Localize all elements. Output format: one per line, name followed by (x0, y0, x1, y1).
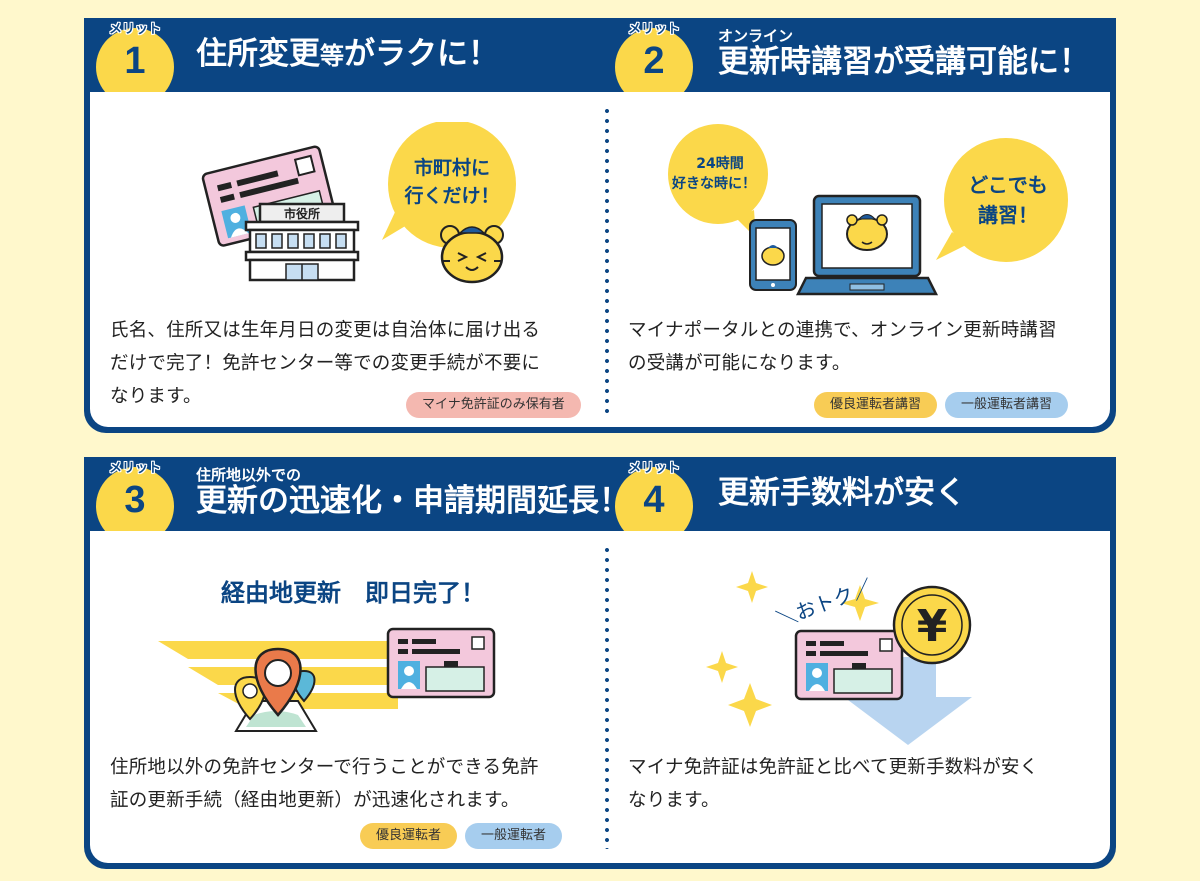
svg-text:好きな時に！: 好きな時に！ (671, 175, 756, 192)
description-line: マイナ免許証は免許証と比べて更新手数料が安く (628, 757, 1039, 778)
badge-circle (615, 28, 693, 98)
title-main: 更新の迅速化・申請期間延長！ (196, 483, 630, 519)
merit-badge-1: メリット 1 (96, 22, 174, 98)
title-rest: がラクに！ (344, 36, 499, 72)
merit-panel-top: メリット 1 住所変更等がラクに！ メリット 2 オンライン 更新時講習が受講可… (84, 18, 1116, 433)
speech-bubble-right: どこでも 講習！ (936, 138, 1068, 262)
merit-title-2: オンライン 更新時講習が受講可能に！ (718, 28, 1090, 80)
merit-tags-1: マイナ免許証のみ保有者 (406, 392, 581, 418)
badge-number: 2 (643, 40, 665, 82)
tablet-icon (749, 219, 797, 291)
title-main: 更新時講習が受講可能に！ (718, 44, 1090, 80)
merit-description-4: マイナ免許証は免許証と比べて更新手数料が安く なります。 (628, 751, 1108, 817)
tag-general-driver: 一般運転者 (465, 823, 563, 849)
description-line: 住所地以外の免許センターで行うことができる免許 (110, 757, 539, 778)
merit-tags-3: 優良運転者 一般運転者 (360, 823, 563, 849)
merit-title-1: 住所変更等がラクに！ (196, 36, 499, 74)
sparkle-icon (706, 571, 879, 727)
title-main: 更新手数料が安く (718, 475, 966, 511)
badge-number: 4 (643, 479, 665, 521)
description-line: 氏名、住所又は生年月日の変更は自治体に届け出る (110, 320, 541, 341)
badge-number: 3 (124, 479, 146, 521)
merit-title-4: 更新手数料が安く (718, 475, 966, 511)
svg-text:24時間: 24時間 (696, 155, 743, 172)
license-card-icon (386, 627, 496, 699)
online-lecture-illustration: 24時間 好きな時に！ (668, 124, 1068, 296)
yen-coin-icon: ¥ (892, 585, 972, 665)
badge-label: メリット (108, 22, 161, 37)
down-arrow-icon (844, 657, 972, 745)
panel-body: 経由地更新 即日完了！ (90, 531, 1110, 863)
badge-number: 1 (124, 40, 146, 82)
description-line: の受講が可能になります。 (628, 353, 851, 374)
city-hall-illustration: 市役所 市町村に 行くだけ！ (201, 122, 516, 284)
speech-bubble-left: 24時間 好きな時に！ (668, 124, 768, 238)
tag-excellent-driver-lecture: 優良運転者講習 (814, 392, 938, 418)
transit-renewal-illustration: 経由地更新 即日完了！ (158, 579, 496, 732)
description-line: なります。 (628, 790, 720, 811)
badge-label: メリット (627, 461, 680, 476)
badge-label: メリット (108, 461, 161, 476)
merit-description-2: マイナポータルとの連携で、オンライン更新時講習 の受講が可能になります。 (628, 314, 1108, 380)
dotted-divider (605, 106, 609, 413)
panel-header: メリット 3 住所地以外での 更新の迅速化・申請期間延長！ メリット 4 更新手… (84, 457, 1116, 537)
city-hall-icon: 市役所 (244, 202, 360, 282)
description-line: だけで完了！免許センター等での変更手続が不要に (110, 353, 541, 374)
map-pin-icon (234, 647, 318, 732)
fee-discount-illustration: ＼おトク／ ¥ (706, 571, 972, 745)
dotted-divider (605, 545, 609, 849)
badge-label: メリット (627, 22, 680, 37)
panel-body: 市役所 市町村に 行くだけ！ (90, 92, 1110, 427)
merit-badge-4: メリット 4 (615, 461, 693, 537)
description-line: なります。 (110, 386, 202, 407)
title-main: 住所変更 (196, 36, 320, 72)
description-line: 証の更新手続（経由地更新）が迅速化されます。 (110, 790, 520, 811)
badge-circle (615, 467, 693, 537)
laptop-icon (795, 194, 939, 296)
svg-text:¥: ¥ (917, 601, 948, 652)
title-sub: 住所地以外での (196, 466, 302, 484)
svg-text:どこでも: どこでも (968, 173, 1047, 197)
merit-title-3: 住所地以外での 更新の迅速化・申請期間延長！ (196, 467, 630, 519)
svg-text:講習！: 講習！ (978, 203, 1038, 227)
badge-circle (96, 467, 174, 537)
merit-tags-2: 優良運転者講習 一般運転者講習 (814, 392, 1069, 418)
merit-panel-bottom: メリット 3 住所地以外での 更新の迅速化・申請期間延長！ メリット 4 更新手… (84, 457, 1116, 869)
tag-general-driver-lecture: 一般運転者講習 (945, 392, 1069, 418)
panel-header: メリット 1 住所変更等がラクに！ メリット 2 オンライン 更新時講習が受講可… (84, 18, 1116, 98)
title-small: 等 (320, 42, 344, 70)
svg-text:市役所: 市役所 (284, 206, 320, 221)
license-card-icon (794, 629, 904, 701)
merit-description-3: 住所地以外の免許センターで行うことができる免許 証の更新手続（経由地更新）が迅速… (110, 751, 590, 817)
badge-circle (96, 28, 174, 98)
tiger-mascot-icon (440, 225, 504, 284)
svg-text:経由地更新 即日完了！: 経由地更新 即日完了！ (221, 579, 485, 607)
merit-badge-3: メリット 3 (96, 461, 174, 537)
tag-excellent-driver: 優良運転者 (360, 823, 458, 849)
svg-text:市町村に: 市町村に (414, 156, 490, 179)
svg-text:行くだけ！: 行くだけ！ (403, 184, 499, 207)
tag-mynumber-license-only: マイナ免許証のみ保有者 (406, 392, 581, 418)
speech-bubble: 市町村に 行くだけ！ (382, 122, 516, 248)
merit-badge-2: メリット 2 (615, 22, 693, 98)
merit-description-1: 氏名、住所又は生年月日の変更は自治体に届け出る だけで完了！免許センター等での変… (110, 314, 590, 413)
title-sub: オンライン (718, 27, 794, 45)
description-line: マイナポータルとの連携で、オンライン更新時講習 (628, 320, 1057, 341)
